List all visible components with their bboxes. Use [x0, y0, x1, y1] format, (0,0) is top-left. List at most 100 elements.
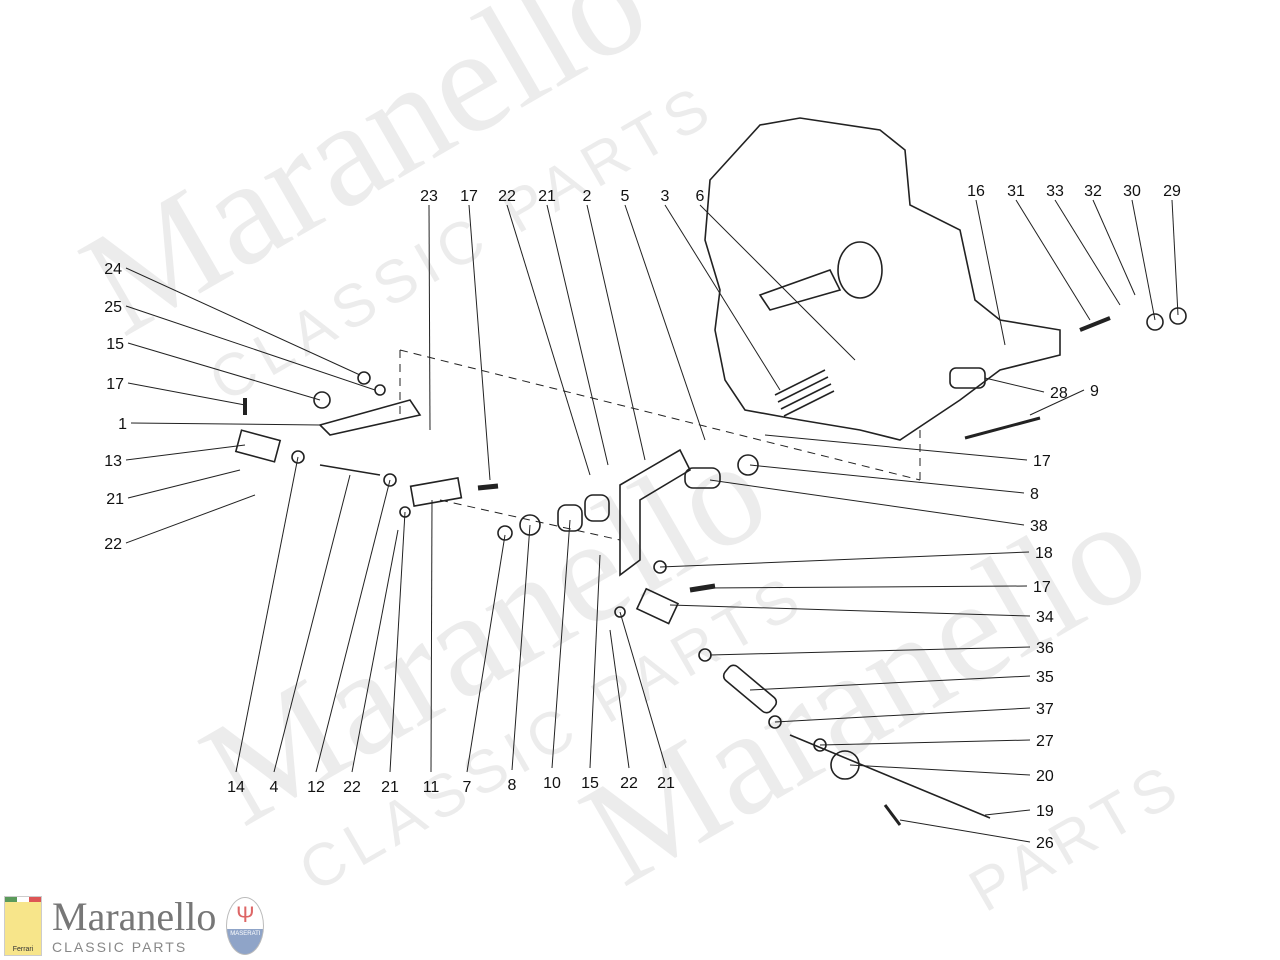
leader-line	[774, 707, 1031, 723]
washer-8b	[737, 454, 759, 476]
leader-line	[975, 199, 1006, 346]
leader-line	[466, 534, 506, 773]
callout-label: 10	[543, 775, 561, 792]
callout-label: 26	[1036, 835, 1054, 852]
clevis-11	[409, 477, 463, 507]
leader-line	[589, 554, 601, 769]
leader-line	[984, 809, 1031, 816]
leader-line	[609, 629, 630, 769]
callout-label: 30	[1123, 183, 1141, 200]
callout-label: 13	[104, 453, 122, 470]
bushing-38	[684, 467, 721, 489]
nut-36	[698, 648, 712, 662]
leader-line	[468, 204, 491, 481]
ferrari-badge-icon: Ferrari	[4, 896, 42, 956]
callout-label: 35	[1036, 669, 1054, 686]
callout-label: 22	[498, 188, 516, 205]
leader-line	[1029, 389, 1085, 416]
callout-label: 15	[106, 336, 124, 353]
leader-line	[749, 675, 1031, 691]
leader-line	[511, 524, 531, 771]
leader-line	[749, 464, 1025, 494]
leader-line	[273, 474, 351, 773]
callout-label: 36	[1036, 640, 1054, 657]
nut-7	[497, 525, 513, 541]
callout-label: 21	[106, 491, 124, 508]
leader-line	[351, 529, 399, 773]
leader-line	[125, 305, 376, 391]
callout-label: 38	[1030, 518, 1048, 535]
input-shaft	[758, 269, 842, 311]
callout-label: 11	[423, 779, 440, 796]
leader-line	[315, 479, 391, 773]
leader-lines	[125, 199, 1179, 843]
callout-label: 17	[106, 376, 124, 393]
callout-label: 12	[307, 779, 325, 796]
leader-line	[899, 819, 1031, 843]
leader-line	[551, 519, 571, 769]
cable-19	[789, 734, 991, 819]
leader-line	[709, 646, 1031, 656]
callout-label: 8	[508, 777, 517, 794]
clutch-bell-housing	[704, 117, 1061, 441]
callout-label: 18	[1035, 545, 1053, 562]
stud-31	[1079, 316, 1111, 332]
callout-label: 23	[420, 188, 438, 205]
leader-line	[235, 456, 299, 773]
callout-label: 25	[104, 299, 122, 316]
release-lever-2	[619, 448, 692, 577]
pin-17c	[689, 583, 716, 593]
callout-label: 22	[104, 536, 122, 553]
leader-line	[586, 204, 646, 461]
leader-line	[669, 604, 1031, 617]
callout-label: 17	[1033, 579, 1051, 596]
bushing-10a	[557, 504, 583, 532]
washer-8	[519, 514, 541, 536]
callout-label: 21	[381, 779, 399, 796]
logo-name: Maranello	[52, 894, 217, 939]
release-bearing-hub	[837, 241, 883, 299]
callout-label: 34	[1036, 609, 1054, 626]
callout-label: 5	[621, 188, 630, 205]
callout-label: 1	[118, 416, 127, 433]
logo-subtitle: CLASSIC PARTS	[52, 939, 188, 955]
callout-label: 29	[1163, 183, 1181, 200]
callout-label: 8	[1030, 486, 1039, 503]
leader-line	[984, 377, 1045, 393]
bushing-10b	[584, 494, 610, 522]
leader-line	[704, 585, 1028, 589]
stud-4	[319, 464, 381, 476]
callout-label: 32	[1084, 183, 1102, 200]
leader-line	[428, 204, 431, 431]
callout-label: 17	[460, 188, 478, 205]
leader-line	[1171, 199, 1179, 316]
leader-line	[1131, 199, 1156, 321]
screw-26	[883, 804, 902, 826]
clevis-34	[635, 587, 680, 625]
callout-label: 9	[1090, 383, 1099, 400]
callout-label: 37	[1036, 701, 1054, 718]
leader-line	[619, 611, 667, 769]
callout-label: 20	[1036, 768, 1054, 785]
leader-line	[389, 511, 406, 773]
callout-label: 21	[657, 775, 675, 792]
leader-line	[130, 422, 321, 426]
leader-line	[127, 342, 321, 401]
pin-17b	[477, 483, 499, 491]
callout-label: 31	[1007, 183, 1025, 200]
leader-line	[1054, 199, 1121, 306]
callout-label: 27	[1036, 733, 1054, 750]
washer-21b	[614, 606, 626, 618]
washer-25	[374, 384, 386, 396]
washer-14	[291, 450, 305, 464]
leader-line	[506, 204, 591, 476]
leader-line	[125, 494, 256, 544]
washer-30	[1146, 313, 1164, 331]
callout-label: 4	[270, 779, 279, 796]
leader-line	[125, 444, 246, 461]
